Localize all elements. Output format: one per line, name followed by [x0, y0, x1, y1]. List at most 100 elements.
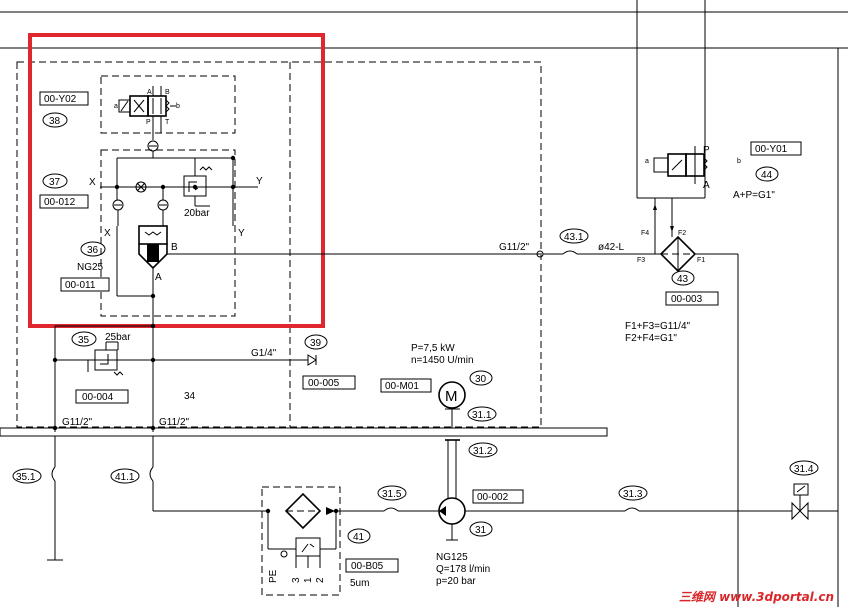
port-P-44: P — [703, 145, 710, 156]
filter-41 — [261, 486, 341, 596]
filter-pin-1: 1 — [303, 577, 314, 583]
filter-pe: PE — [268, 569, 279, 583]
code-tag-38 — [39, 91, 89, 106]
code-tag-39 — [302, 375, 356, 390]
tank-rail — [0, 427, 608, 437]
code-37: 00-012 — [44, 197, 76, 208]
balloon-35 — [71, 331, 97, 347]
balloon-38 — [42, 112, 68, 128]
valve44-rule: A+P=G1" — [733, 190, 775, 201]
block43-rule2: F2+F4=G1" — [625, 333, 677, 344]
balloon-39 — [304, 334, 328, 350]
num-38: 38 — [49, 116, 61, 127]
balloon-31-5 — [377, 485, 407, 501]
num-31-3: 31.3 — [623, 489, 643, 500]
watermark: 三维网 www.3dportal.cn — [679, 588, 834, 605]
code-44: 00-Y01 — [755, 144, 788, 155]
num-43-1: 43.1 — [564, 232, 584, 243]
filter-mesh: 5um — [350, 578, 369, 589]
thread-g112-right: G11/2" — [499, 242, 529, 253]
num-35-1: 35.1 — [16, 472, 36, 483]
lower-lines — [47, 436, 792, 561]
thread-39: G1/4" — [251, 348, 277, 359]
port-B-36: B — [171, 242, 178, 253]
block43-rule1: F1+F3=G11/4" — [625, 321, 691, 332]
num-44: 44 — [761, 170, 773, 181]
port-a-44: a — [645, 158, 649, 165]
thread-g112-left: G11/2" — [62, 417, 92, 428]
balloon-31-3 — [618, 485, 648, 501]
code-tag-35 — [75, 389, 129, 404]
pump-pressure: p=20 bar — [436, 576, 476, 587]
pressure-35: 25bar — [105, 332, 131, 343]
code-tag-36 — [60, 277, 110, 292]
num-39: 39 — [310, 338, 322, 349]
balloon-37 — [42, 173, 68, 189]
num-41-1: 41.1 — [115, 472, 135, 483]
balloon-31 — [469, 521, 493, 537]
port-F3: F3 — [637, 257, 645, 264]
code-tag-43 — [665, 291, 719, 306]
balloon-43 — [671, 270, 695, 286]
filter-block-43 — [640, 198, 739, 607]
port-F4: F4 — [641, 230, 649, 237]
num-31-2: 31.2 — [473, 446, 493, 457]
pipe-diameter: ø42-L — [598, 242, 625, 253]
balloon-44 — [755, 166, 779, 182]
num-41: 41 — [353, 532, 365, 543]
motor-speed: n=1450 U/min — [411, 355, 474, 366]
code-tag-41 — [345, 558, 399, 573]
code-tag-37 — [39, 194, 89, 209]
code-38: 00-Y02 — [44, 94, 77, 105]
port-a-label-38: a — [114, 103, 118, 110]
port-F1: F1 — [697, 257, 705, 264]
port-F2: F2 — [678, 230, 686, 237]
code-tag-44 — [750, 141, 802, 156]
size-36: NG25 — [77, 262, 104, 273]
port-Y-lower: Y — [238, 228, 245, 239]
code-39: 00-005 — [308, 378, 340, 389]
pump-size: NG125 — [436, 552, 468, 563]
balloon-35-1 — [12, 468, 42, 484]
code-31: 00-002 — [477, 492, 509, 503]
num-37: 37 — [49, 177, 61, 188]
port-Y-right: Y — [256, 176, 263, 187]
thread-g112-mid: G11/2" — [159, 417, 189, 428]
num-31-4: 31.4 — [794, 464, 814, 475]
pilot-block-37 — [100, 157, 258, 226]
motor-symbol: M — [445, 388, 458, 405]
port-A-38: A — [147, 89, 152, 96]
num-30: 30 — [475, 374, 487, 385]
balloon-41 — [347, 528, 371, 544]
watermark-url: www.3dportal.cn — [719, 590, 834, 604]
solenoid-valve-44 — [653, 146, 708, 184]
filter-pin-3: 3 — [291, 577, 302, 583]
port-39-symbol — [307, 354, 317, 366]
num-34: 34 — [184, 391, 196, 402]
shutoff-valve-31-4 — [791, 483, 838, 521]
pump-flow: Q=178 l/min — [436, 564, 490, 575]
code-35: 00-004 — [82, 392, 114, 403]
balloon-31-1 — [467, 406, 497, 422]
highlight-frame — [28, 33, 325, 328]
port-P-38: P — [146, 119, 151, 126]
balloon-30 — [469, 370, 493, 386]
balloon-31-4 — [789, 460, 819, 476]
code-30: 00-M01 — [385, 381, 419, 392]
watermark-cn: 三维网 — [678, 590, 715, 604]
valve-assembly-outline — [16, 61, 542, 428]
num-31: 31 — [475, 525, 487, 536]
balloon-31-2 — [468, 442, 498, 458]
port-A-36: A — [155, 272, 162, 283]
num-31-1: 31.1 — [472, 410, 492, 421]
code-36: 00-011 — [65, 280, 96, 291]
relief-valve-35 — [54, 325, 308, 432]
code-41: 00-B05 — [351, 561, 384, 572]
port-A-44: A — [703, 180, 710, 191]
motor-power: P=7,5 kW — [411, 343, 455, 354]
filter-pin-2: 2 — [315, 577, 326, 583]
port-B-38: B — [165, 89, 170, 96]
relief-pressure-label: 20bar — [184, 208, 210, 219]
balloon-41-1 — [110, 468, 140, 484]
